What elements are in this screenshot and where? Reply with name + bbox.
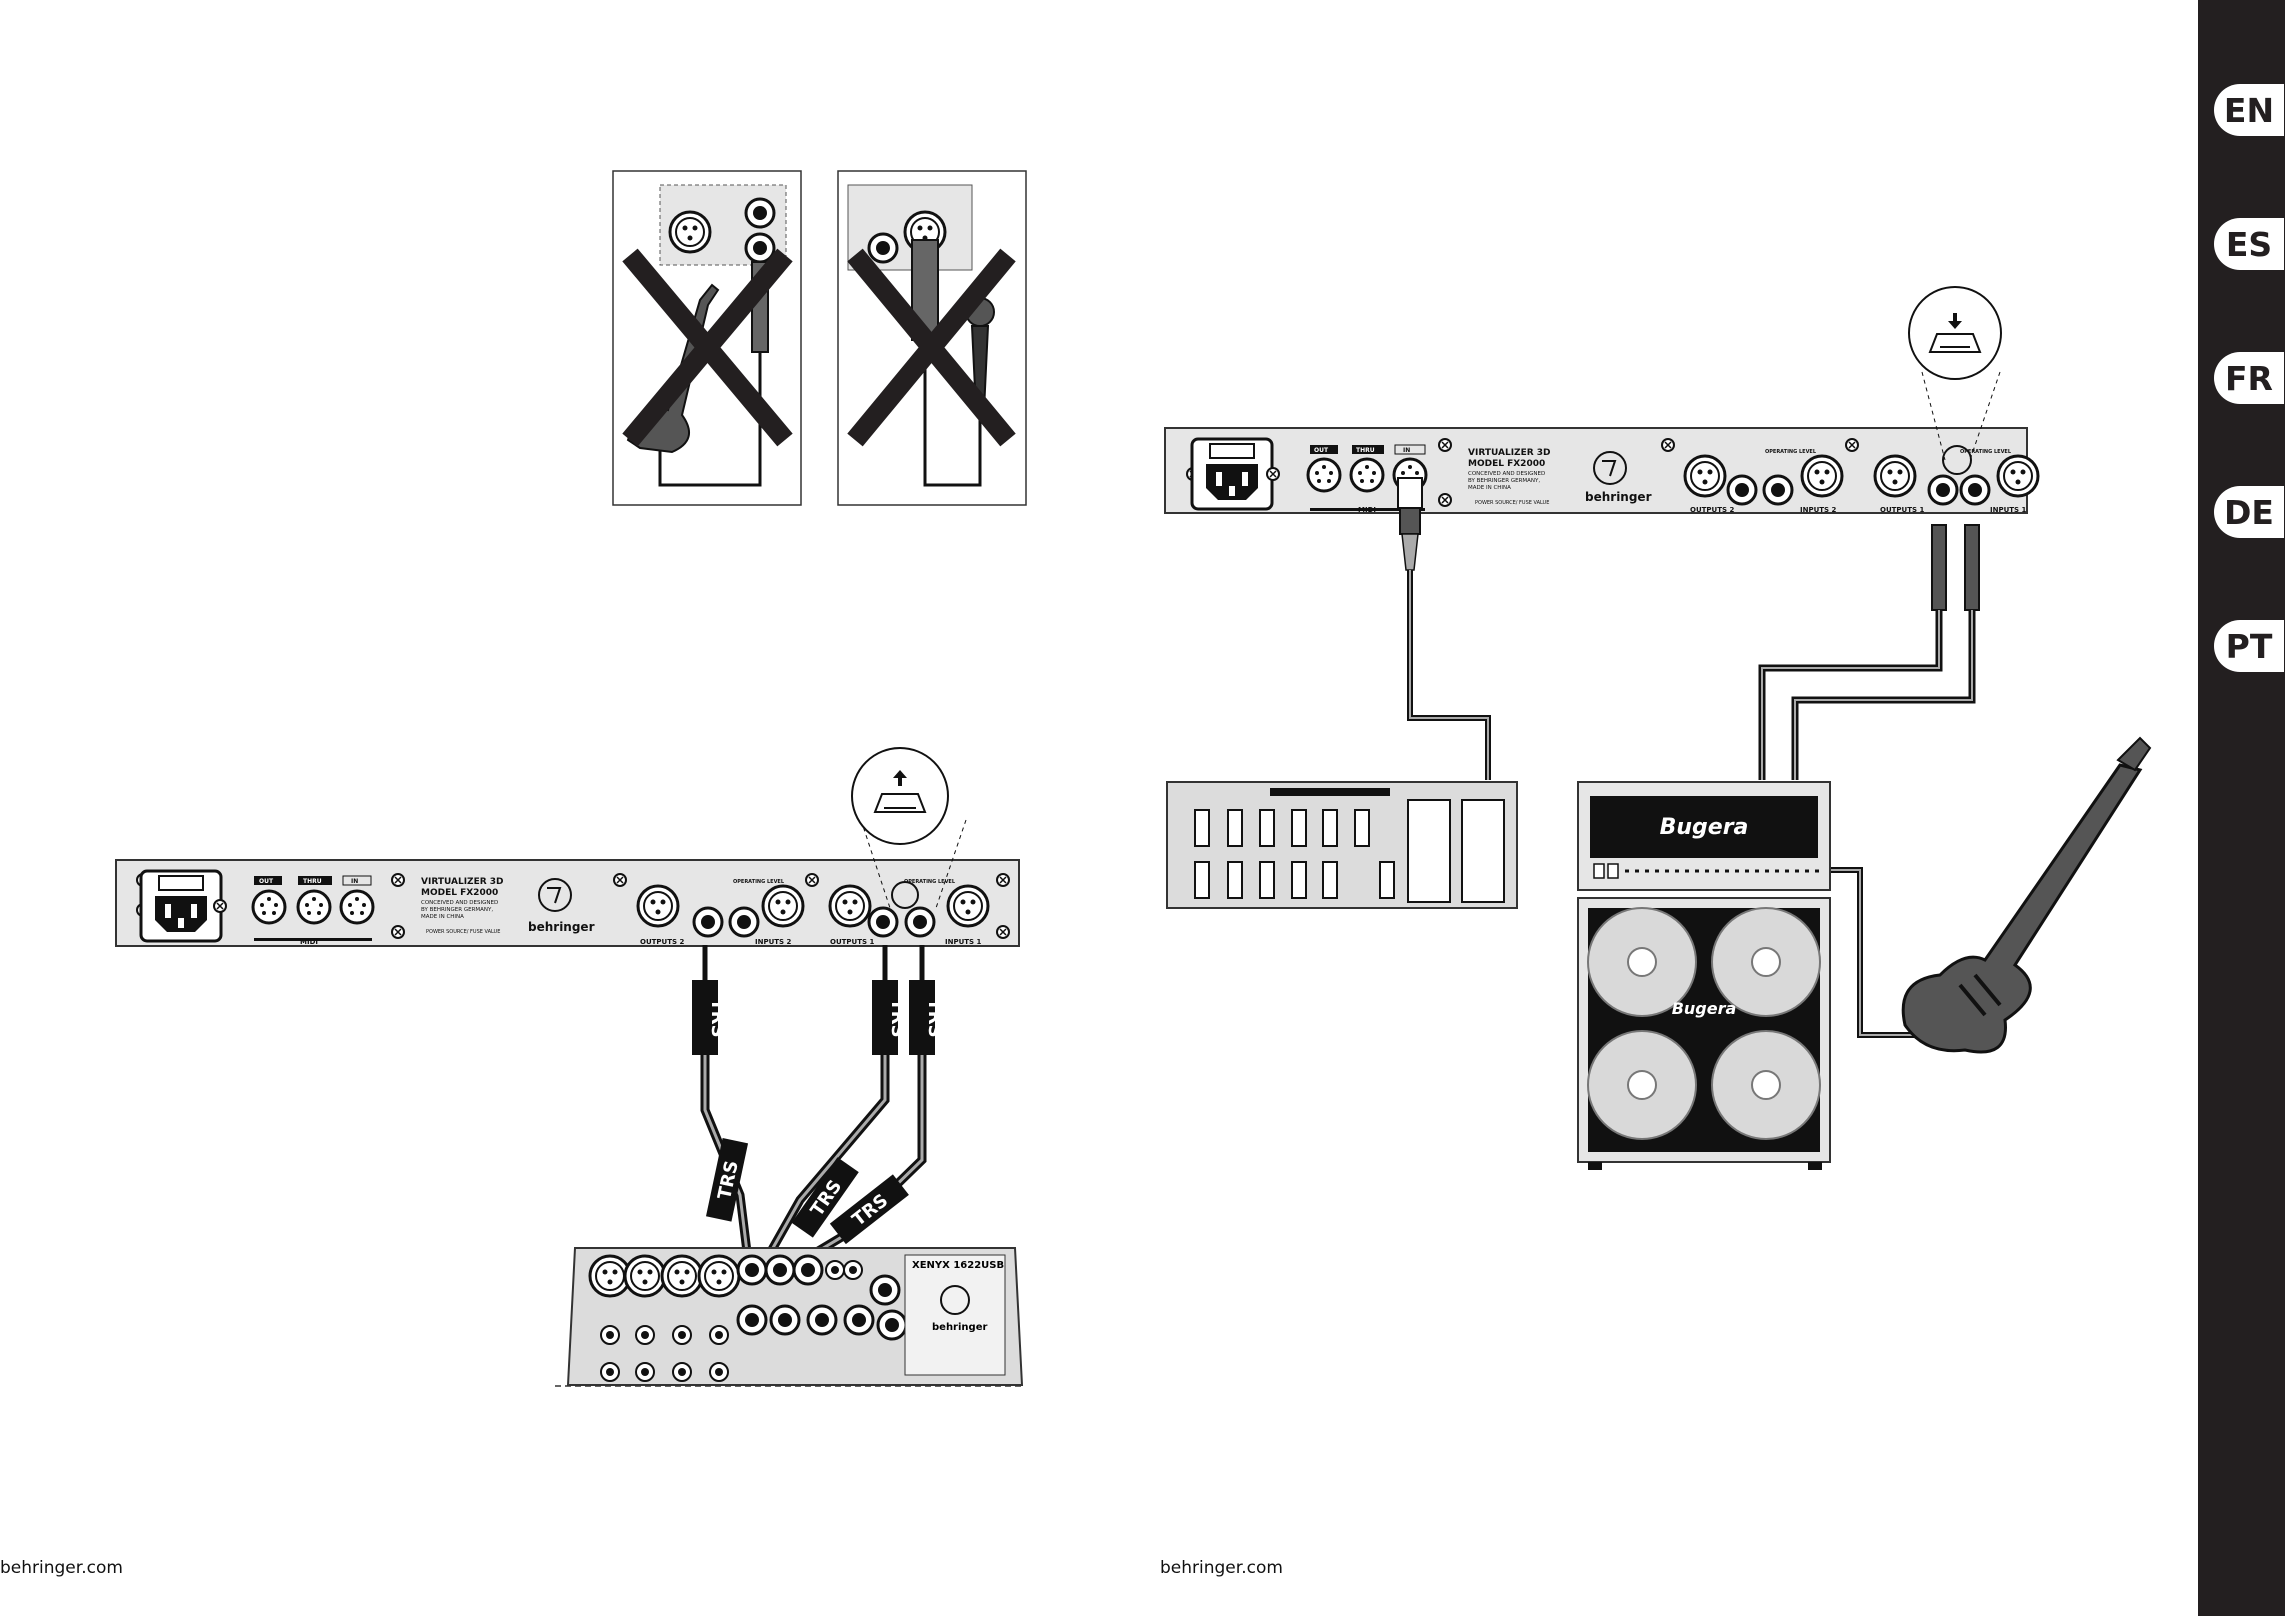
behringer-logo [940,1285,970,1315]
svg-text:INPUTS 2: INPUTS 2 [755,938,792,946]
svg-text:OUTPUTS 2: OUTPUTS 2 [640,938,684,946]
midi-foot-controller [1166,781,1518,909]
svg-text:CONCEIVED AND DESIGNED: CONCEIVED AND DESIGNED [1468,471,1545,477]
language-sidebar: EN ES FR DE PT [2198,0,2285,1616]
prohibited-x-icon [847,248,1016,447]
lang-tab-en[interactable]: EN [2214,84,2284,136]
svg-text:BY BEHRINGER GERMANY,: BY BEHRINGER GERMANY, [421,907,493,913]
svg-text:OUTPUTS 2: OUTPUTS 2 [1690,506,1734,514]
prohibited-x-icon [622,248,793,447]
svg-text:THRU: THRU [1356,447,1375,454]
arrow-down-icon [1948,313,1962,329]
instrument-cables-right [1758,524,1980,1038]
svg-text:MADE IN CHINA: MADE IN CHINA [421,914,464,920]
svg-text:CONCEIVED AND DESIGNED: CONCEIVED AND DESIGNED [421,900,498,906]
svg-text:behringer: behringer [1585,490,1652,504]
fx2000-left-labels: VIRTUALIZER 3D MODEL FX2000 CONCEIVED AN… [259,877,982,946]
svg-text:XENYX 1622USB: XENYX 1622USB [912,1260,1004,1271]
svg-text:behringer: behringer [528,920,595,934]
arrow-up-icon [893,770,907,786]
fx2000-rear-panel-right [1164,427,2040,514]
svg-text:VIRTUALIZER 3D: VIRTUALIZER 3D [421,877,504,887]
footer-url-right[interactable]: behringer.com [1160,1558,1283,1578]
svg-text:MODEL FX2000: MODEL FX2000 [421,888,498,898]
svg-text:INPUTS 1: INPUTS 1 [1990,506,2027,514]
lang-tab-de[interactable]: DE [2214,486,2284,538]
svg-text:OUTPUTS 1: OUTPUTS 1 [1880,506,1924,514]
svg-text:MIDI: MIDI [300,938,318,946]
warning-box-microphone [837,170,1027,506]
svg-text:IN: IN [351,878,358,885]
svg-text:TRS: TRS [924,998,945,1037]
fx2000-rear-panel-left [115,859,1020,947]
svg-text:Bugera: Bugera [1660,815,1749,840]
svg-text:VIRTUALIZER 3D: VIRTUALIZER 3D [1468,448,1551,458]
svg-text:TRS: TRS [707,998,728,1037]
svg-text:Bugera: Bugera [1672,999,1737,1018]
svg-text:MODEL FX2000: MODEL FX2000 [1468,459,1545,469]
amplifier-stack: Bugera Bugera [1577,781,1831,1170]
svg-text:OUTPUTS 1: OUTPUTS 1 [830,938,874,946]
svg-text:OUT: OUT [259,878,274,885]
behringer-logo [538,878,572,912]
svg-text:IN: IN [1403,447,1410,454]
footer-url-left[interactable]: behringer.com [0,1558,123,1578]
svg-text:POWER SOURCE/ FUSE VALUE: POWER SOURCE/ FUSE VALUE [1475,500,1549,506]
warning-box-guitar [612,170,802,506]
svg-text:INPUTS 1: INPUTS 1 [945,938,982,946]
svg-text:INPUTS 2: INPUTS 2 [1800,506,1837,514]
level-switch-callout-up [851,747,967,909]
svg-text:OPERATING LEVEL: OPERATING LEVEL [1765,449,1817,455]
svg-text:behringer: behringer [932,1322,987,1333]
svg-text:THRU: THRU [303,878,322,885]
mixer: XENYX 1622USB behringer [555,1247,1025,1387]
midi-cable [1397,477,1491,780]
trs-cables-left: TRS TRS TRS TRS TRS TRS [692,945,945,1269]
svg-text:OUT: OUT [1314,447,1329,454]
lang-tab-es[interactable]: ES [2214,218,2284,270]
lang-tab-pt[interactable]: PT [2214,620,2284,672]
level-switch-callout-down [1908,286,2002,475]
svg-text:OPERATING LEVEL: OPERATING LEVEL [733,879,785,885]
svg-text:OPERATING LEVEL: OPERATING LEVEL [904,879,956,885]
svg-text:MADE IN CHINA: MADE IN CHINA [1468,485,1511,491]
svg-text:POWER SOURCE/ FUSE VALUE: POWER SOURCE/ FUSE VALUE [426,929,500,935]
svg-text:TRS: TRS [887,998,908,1037]
svg-text:BY BEHRINGER GERMANY,: BY BEHRINGER GERMANY, [1468,478,1540,484]
svg-text:MIDI: MIDI [1358,506,1376,514]
electric-guitar-icon [1901,736,2152,1054]
behringer-logo [1593,451,1627,485]
fx2000-right-labels: VIRTUALIZER 3D MODEL FX2000 CONCEIVED AN… [1314,447,2027,514]
svg-text:OPERATING LEVEL: OPERATING LEVEL [1960,449,2012,455]
lang-tab-fr[interactable]: FR [2214,352,2284,404]
